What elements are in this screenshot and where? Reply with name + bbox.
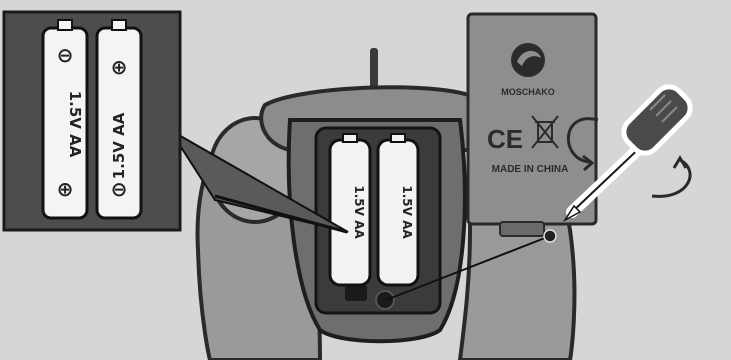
cover-ce-mark: CE (487, 124, 523, 154)
compartment-battery-1-label: 1.5V AA (352, 185, 366, 239)
compartment-battery-2-label: 1.5V AA (400, 185, 414, 239)
cover-screw-icon (544, 230, 556, 242)
cover-brand: MOSCHAKO (501, 87, 555, 97)
callout-battery-1-label: 1.5V AA (66, 91, 84, 158)
callout-battery-2-bottom-symbol: ⊖ (111, 177, 128, 201)
screw-post (376, 291, 394, 309)
callout-battery-1: ⊖ 1.5V AA ⊕ (43, 20, 87, 218)
callout-battery-1-bottom-symbol: ⊕ (57, 177, 74, 201)
battery-callout-box: ⊖ 1.5V AA ⊕ ⊕ 1.5V AA ⊖ (4, 12, 180, 230)
clip (345, 285, 367, 301)
callout-battery-2-label: 1.5V AA (110, 112, 128, 179)
brand-logo-icon (511, 43, 545, 77)
cover-origin: MADE IN CHINA (492, 164, 569, 175)
antenna (370, 48, 378, 88)
compartment-battery-1: 1.5V AA (330, 134, 370, 285)
callout-battery-2-top-symbol: ⊕ (111, 55, 128, 79)
callout-battery-1-top-symbol: ⊖ (57, 43, 74, 67)
compartment-battery-2: 1.5V AA (378, 134, 418, 285)
callout-battery-2: ⊕ 1.5V AA ⊖ (97, 20, 141, 218)
